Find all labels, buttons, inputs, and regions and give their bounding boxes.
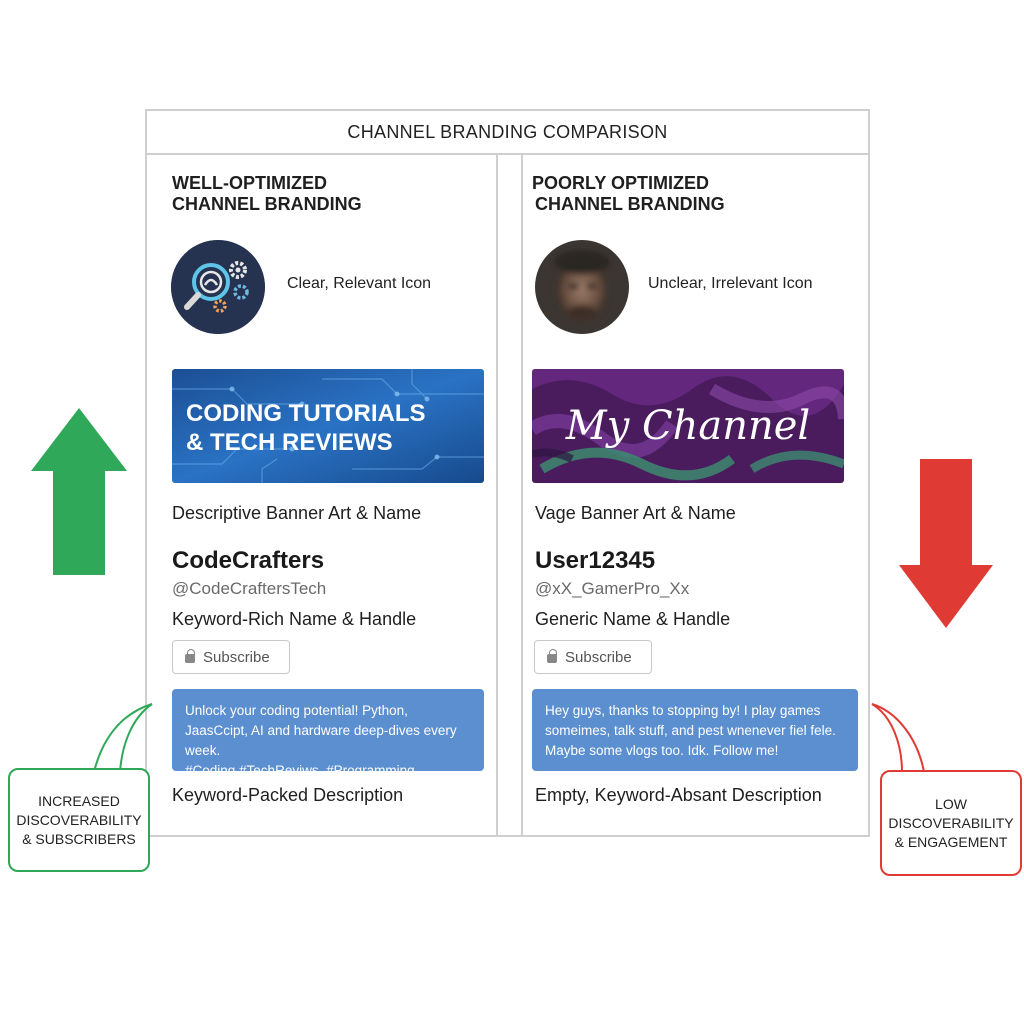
outcome-line: INCREASED [38,792,120,809]
column-divider [521,155,523,835]
magnifier-gears-icon [171,240,265,334]
good-channel-avatar [171,240,265,334]
good-channel-handle: @CodeCraftersTech [172,579,327,598]
bad-outcome-callout: LOW DISCOVERABILITY & ENGAGEMENT [880,770,1022,876]
bad-banner-text: My Channel [565,403,811,449]
bad-callout-connector [871,703,925,773]
outcome-line: LOW [935,795,967,812]
good-name-caption: Keyword-Rich Name & Handle [172,609,417,629]
bad-subscribe-button[interactable]: Subscribe [534,640,652,674]
good-banner-text: & TECH REVIEWS [186,429,393,456]
description-line: JaasCcipt, AI and hardware deep-dives ev… [185,723,457,758]
column-divider [496,155,498,835]
description-line: Hey guys, thanks to stopping by! I play … [545,703,821,718]
good-banner-art: CODING TUTORIALS & TECH REVIEWS [172,369,484,483]
good-banner-caption: Descriptive Banner Art & Name [172,503,422,523]
outcome-line: DISCOVERABILITY [888,814,1014,831]
bad-heading-line: POORLY OPTIMIZED [532,173,710,193]
bad-column-heading: POORLY OPTIMIZED CHANNEL BRANDING [532,173,725,215]
circuit-pattern-icon [172,369,484,483]
description-line: someimes, talk stuff, and pest wnenever … [545,723,836,738]
arrow-down-icon [899,459,993,628]
subscribe-label: Subscribe [565,648,632,666]
bad-channel-name: User12345 [535,547,656,574]
good-description-caption: Keyword-Packed Description [172,785,404,805]
bad-channel-handle: @xX_GamerPro_Xx [535,579,690,598]
description-line: #Coding #TechReviws_#Programming [185,763,415,778]
bad-description-box: Hey guys, thanks to stopping by! I play … [532,689,858,771]
good-heading-line: WELL-OPTIMIZED [172,173,327,193]
outcome-line: DISCOVERABILITY [16,811,142,828]
bad-description-caption: Empty, Keyword-Absant Description [535,785,822,805]
good-icon-label: Clear, Relevant Icon [287,275,432,292]
good-heading-line: CHANNEL BRANDING [172,194,362,214]
good-subscribe-button[interactable]: Subscribe [172,640,290,674]
good-channel-name: CodeCrafters [172,547,325,574]
good-column-heading: WELL-OPTIMIZED CHANNEL BRANDING [172,173,362,215]
bad-banner-art: My Channel [532,369,844,483]
good-callout-connector [93,703,153,773]
good-outcome-callout: INCREASED DISCOVERABILITY & SUBSCRIBERS [8,768,150,872]
blurred-face-icon [535,240,629,334]
abstract-swirl-pattern [532,369,844,483]
bad-name-caption: Generic Name & Handle [535,609,731,629]
subscribe-label: Subscribe [203,648,270,666]
description-line: Maybe some vlogs too. Idk. Follow me! [545,743,779,758]
bad-banner-caption: Vage Banner Art & Name [535,503,736,523]
page-title: CHANNEL BRANDING COMPARISON [147,111,868,155]
blurred-face-avatar [535,240,629,334]
outcome-line: & ENGAGEMENT [894,833,1008,850]
lock-icon [185,649,195,663]
lock-icon [547,649,557,663]
good-description-box: Unlock your coding potential! Python, Ja… [172,689,484,778]
outcome-line: & SUBSCRIBERS [22,830,136,847]
bad-heading-line: CHANNEL BRANDING [535,194,725,214]
description-line: Unlock your coding potential! Python, [185,703,408,718]
good-banner-text: CODING TUTORIALS [186,400,426,427]
bad-icon-label: Unclear, Irrelevant Icon [648,275,813,292]
arrow-up-icon [31,408,127,575]
